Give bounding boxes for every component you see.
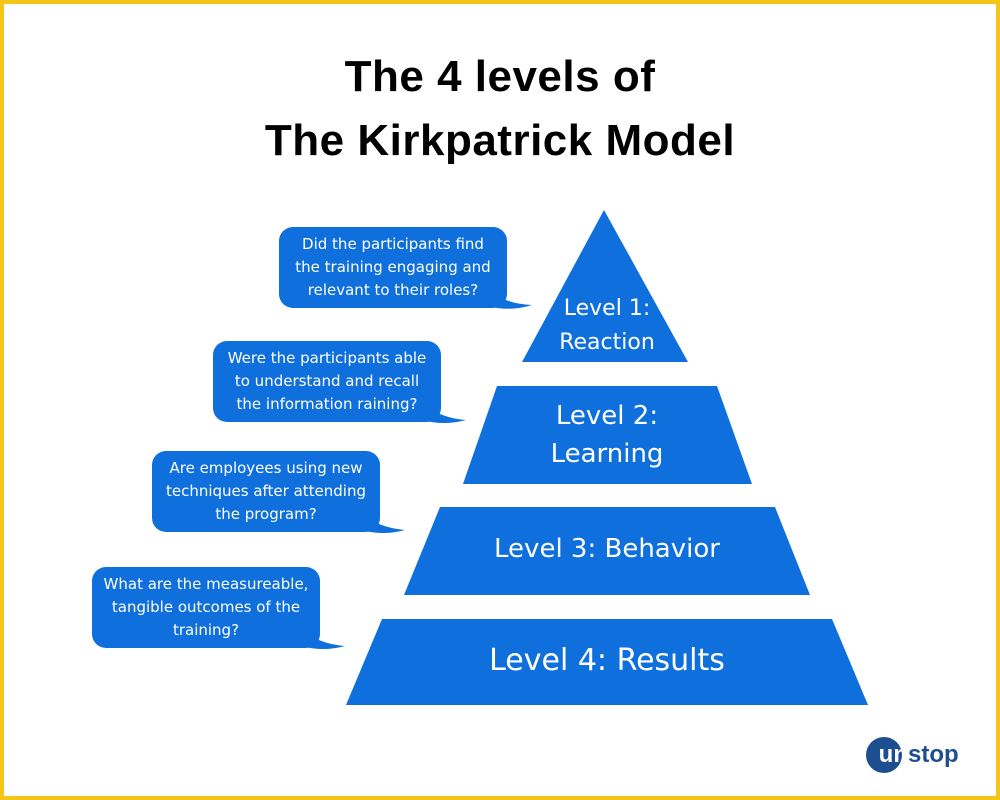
level-label-line: Reaction	[559, 330, 655, 355]
speech-bubble-3	[152, 451, 405, 533]
bubble-text-1: Did the participants find the training e…	[279, 233, 507, 302]
bubble-line: the information raining?	[236, 395, 418, 413]
bubble-line: the training engaging and	[295, 258, 491, 276]
speech-bubble-1	[279, 227, 532, 309]
bubble-line: What are the measureable,	[103, 575, 309, 593]
level-label-line: Level 2:	[555, 401, 659, 431]
level-4-label: Level 4: Results	[489, 643, 725, 678]
bubble-line: Did the participants find	[302, 235, 484, 253]
title-line-1: The 4 levels of	[344, 52, 656, 101]
bubble-line: techniques after attending	[165, 482, 367, 500]
level-3-label: Level 3: Behavior	[494, 534, 720, 564]
level-2-label: Level 2: Learning	[497, 397, 717, 473]
logo-text-circle: un	[878, 741, 908, 768]
bubble-line: the program?	[215, 505, 317, 523]
speech-bubble-4	[92, 567, 345, 649]
pyramid-tier-4	[346, 619, 868, 705]
title-line-2: The Kirkpatrick Model	[264, 116, 736, 165]
bubble-line: relevant to their roles?	[307, 281, 479, 299]
bubble-line: to understand and recall	[234, 372, 420, 390]
pyramid-tier-3	[404, 507, 810, 595]
speech-bubble-2	[213, 341, 466, 423]
logo-text: stop	[908, 741, 959, 768]
bubble-line: Are employees using new	[169, 459, 363, 477]
bubble-line: training?	[172, 621, 240, 639]
logo-circle: un	[866, 737, 908, 773]
bubble-text-4: What are the measureable, tangible outco…	[92, 573, 320, 642]
bubble-text-2: Were the participants able to understand…	[213, 347, 441, 416]
bubble-line: Were the participants able	[227, 349, 427, 367]
pyramid-tier-2	[463, 386, 752, 484]
bubble-line: tangible outcomes of the	[111, 598, 301, 616]
level-label-line: Learning	[550, 439, 664, 469]
level-1-label: Level 1: Reaction	[527, 292, 687, 360]
unstop-logo: un stop	[866, 737, 959, 773]
pyramid-tier-1	[522, 210, 688, 362]
bubble-text-3: Are employees using new techniques after…	[152, 457, 380, 526]
level-label-line: Level 1:	[563, 296, 651, 321]
